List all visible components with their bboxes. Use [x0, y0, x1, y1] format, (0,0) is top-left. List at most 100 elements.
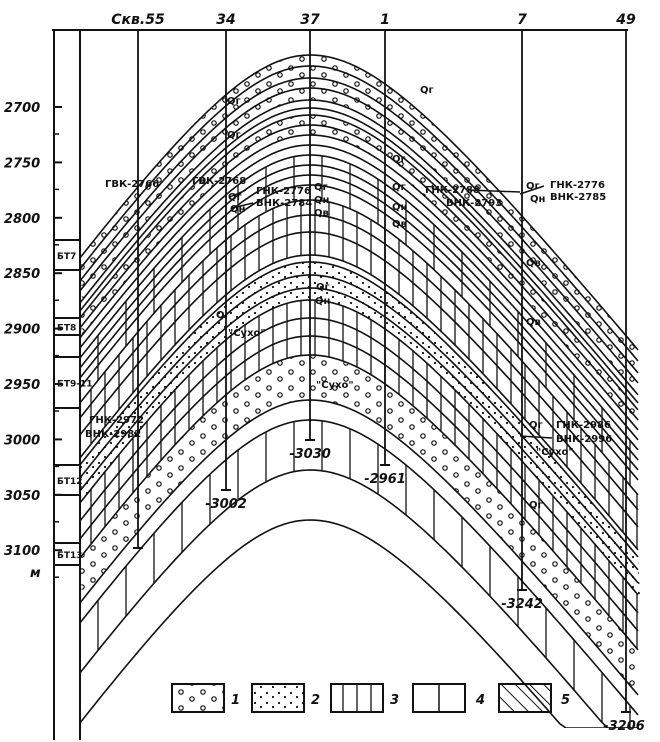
contact-label: ГНК-2788	[425, 185, 480, 196]
layer-band	[80, 300, 640, 653]
stratum-label: БТ8	[57, 324, 76, 334]
contact-label: ГНК-2776	[550, 180, 605, 191]
layer-boundary	[80, 231, 639, 528]
layer-boundary	[80, 317, 639, 614]
contact-label: ГВК-2766	[105, 179, 159, 190]
stratum-label: БТ9-11	[57, 380, 93, 390]
layer-boundary	[80, 164, 639, 461]
contact-label: ГНК-2986	[556, 420, 611, 431]
layer-boundary	[80, 124, 639, 421]
svg-text:2: 2	[311, 693, 320, 708]
layer-band	[80, 355, 640, 698]
contact-label: ВНК-2793	[446, 198, 502, 209]
svg-text:3: 3	[390, 693, 399, 708]
depth-tick-label: 3000	[4, 433, 40, 448]
svg-text:Qг: Qг	[314, 182, 328, 193]
layer-boundary	[80, 199, 639, 496]
layer-boundary	[80, 469, 638, 728]
well: 37 -3030	[289, 12, 331, 462]
layer-boundary	[80, 87, 639, 384]
svg-text:4: 4	[475, 693, 485, 708]
svg-text:"Сухо": "Сухо"	[536, 447, 574, 458]
layer-band	[80, 200, 640, 553]
depth-tick-label: 2800	[4, 212, 40, 227]
svg-text:Qг: Qг	[529, 500, 543, 511]
svg-text:Qн: Qн	[392, 202, 408, 213]
svg-text:5: 5	[561, 693, 570, 708]
svg-text:"Сухо": "Сухо"	[316, 380, 354, 391]
svg-text:Qв: Qв	[392, 219, 407, 230]
svg-text:Qн: Qн	[530, 194, 546, 205]
svg-text:Qг: Qг	[529, 420, 543, 431]
layer-boundary	[80, 254, 639, 551]
well: 49 -3206	[603, 12, 645, 734]
layer-boundary	[80, 99, 639, 396]
svg-text:"Сухо": "Сухо"	[228, 328, 266, 339]
well-bottom-depth: -2961	[364, 472, 406, 487]
layer-boundary	[80, 65, 639, 362]
svg-text:Qг: Qг	[392, 182, 406, 193]
legend: 1 2 3 4 5	[171, 683, 570, 713]
contact-label: ВНК-2784	[256, 198, 312, 209]
depth-tick-label: 2850	[4, 267, 40, 282]
stratum-label: БТ12	[57, 477, 83, 487]
depth-tick-label: 2700	[4, 101, 40, 116]
svg-text:Qн: Qн	[314, 195, 330, 206]
well-label: 1	[380, 12, 390, 28]
contact-label: ГНК-2776	[256, 186, 311, 197]
svg-text:Qв: Qв	[526, 317, 541, 328]
depth-tick-label: 2900	[4, 323, 40, 338]
svg-text:Qг: Qг	[227, 96, 241, 107]
depth-tick-label: 2750	[4, 156, 40, 171]
well-bottom-depth: -3002	[205, 497, 247, 512]
depth-tick-label: 2950	[4, 378, 40, 393]
layer-boundary	[80, 419, 639, 716]
layer-band	[80, 155, 640, 498]
svg-text:Qн: Qн	[230, 204, 246, 215]
layer-boundary	[80, 144, 639, 441]
well-label: Скв.55	[111, 12, 165, 28]
contact-label: ГВК-2768	[192, 176, 246, 187]
layer-boundary	[80, 154, 639, 451]
depth-tick-label: 3050	[4, 489, 40, 504]
svg-text:Qв: Qв	[314, 208, 329, 219]
well: 34-3002	[205, 12, 247, 512]
layer-boundary	[80, 174, 639, 471]
layer-boundary	[80, 354, 639, 651]
svg-text:Qг: Qг	[526, 181, 540, 192]
layer-boundary	[80, 299, 639, 596]
stratum-label: БТ13	[57, 551, 83, 561]
well: Скв.55	[111, 12, 165, 549]
layer-band	[80, 55, 640, 398]
layer-boundary	[80, 184, 639, 481]
svg-text:Qг: Qг	[227, 130, 241, 141]
svg-text:Qг: Qг	[420, 85, 434, 96]
well-bottom-depth: -3206	[603, 719, 645, 734]
layer-bands	[80, 55, 640, 728]
depth-unit: м	[30, 566, 41, 581]
contact-annotations: ГВК-2766 ГВК-2768 ГНК-2776 ВНК-2784 ГНК-…	[85, 176, 612, 445]
fluid-labels: Qг Qг Qг Qн Qг Qн Qв Qг Qн Qв Qг Qг Qг Q…	[216, 85, 574, 511]
layer-boundary	[80, 399, 639, 696]
well-label: 37	[300, 12, 320, 28]
svg-text:Qн: Qн	[315, 296, 331, 307]
svg-text:Qг: Qг	[228, 192, 242, 203]
well-label: 7	[517, 12, 527, 28]
svg-text:Qв: Qв	[526, 258, 541, 269]
layer-boundary	[80, 274, 639, 571]
layer-boundary	[80, 287, 639, 584]
contact-label: ГНК-2972	[89, 415, 144, 426]
well-label: 49	[615, 12, 636, 28]
well-bottom-depth: -3030	[289, 447, 331, 462]
svg-text:Qг: Qг	[316, 282, 330, 293]
layer-boundary	[80, 134, 639, 431]
layer-boundary	[80, 114, 639, 411]
svg-text:1: 1	[231, 693, 240, 708]
layer-boundary	[80, 261, 639, 558]
contact-label: ВНК-2982	[85, 429, 141, 440]
contact-label: ВНК-2785	[550, 192, 606, 203]
layer-boundary	[80, 77, 639, 374]
layer-boundary	[80, 335, 639, 632]
